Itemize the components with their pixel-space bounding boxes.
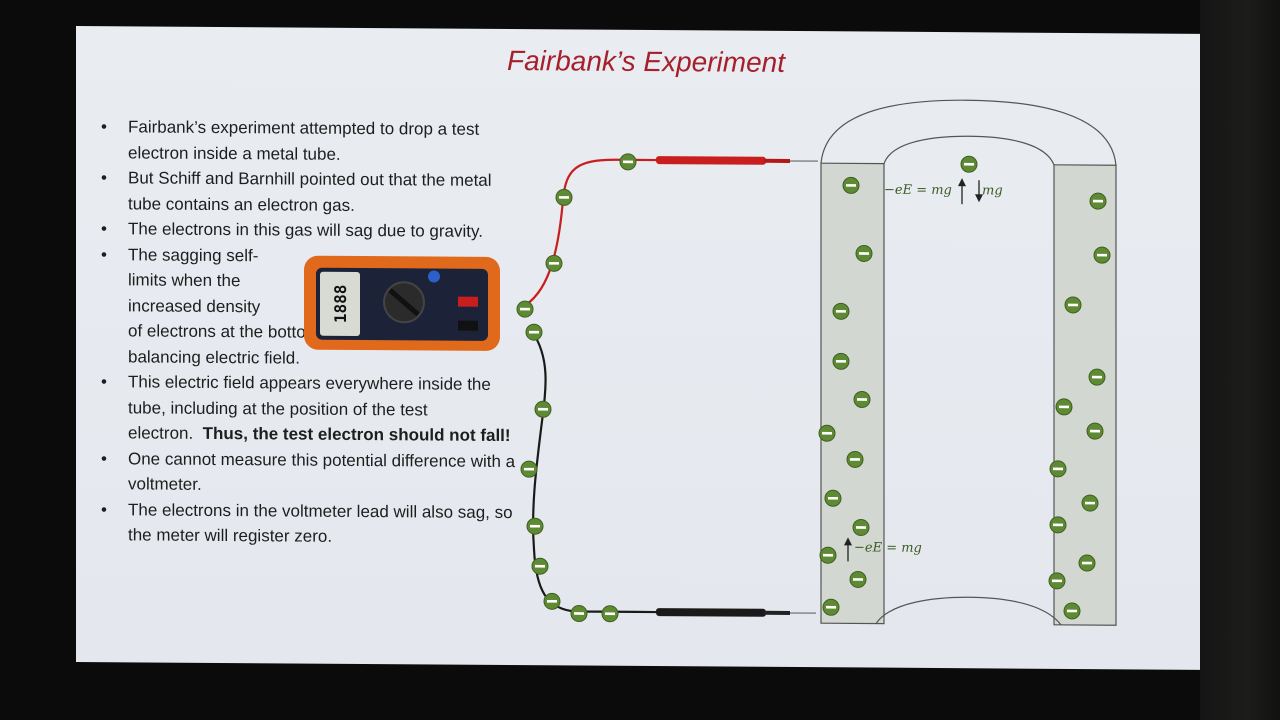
electron-minus-sign: [1067, 609, 1077, 613]
tube-bottom-arch: [875, 596, 1062, 626]
electron-minus-sign: [853, 578, 863, 581]
red-lead-jack: [458, 296, 478, 307]
tube-inner-arch: [883, 135, 1055, 166]
electron-minus-sign: [1085, 501, 1095, 505]
red-probe-handle: [656, 156, 766, 165]
electron-minus-sign: [524, 467, 534, 471]
arrow-down-head: [975, 194, 983, 203]
electron-minus-sign: [822, 431, 832, 435]
black-probe-handle: [656, 608, 766, 617]
electron-minus-sign: [1059, 405, 1069, 409]
red-probe: [656, 156, 818, 165]
electron-minus-sign: [1068, 303, 1078, 307]
electron-minus-sign: [1093, 199, 1103, 203]
electron-minus-sign: [964, 162, 974, 166]
metal-tube: [820, 99, 1117, 626]
electron-minus-sign: [559, 196, 569, 199]
arrow-up-bottom-head: [844, 537, 852, 546]
electron-minus-sign: [1097, 253, 1107, 257]
electron-minus-sign: [574, 612, 584, 615]
electron-minus-sign: [823, 553, 833, 557]
multimeter-display: [320, 271, 360, 336]
equation-top: −eE = mg: [884, 183, 952, 198]
electron-minus-sign: [538, 407, 548, 411]
electron-minus-sign: [857, 398, 867, 401]
electron-minus-sign: [1082, 561, 1092, 565]
multimeter: 1888: [304, 255, 500, 351]
electron-group: [516, 153, 1111, 623]
equation-top-right: mg: [982, 183, 1003, 198]
black-probe: [656, 608, 816, 617]
tube-outer-arch: [820, 99, 1117, 166]
electron-minus-sign: [826, 605, 836, 609]
electron-minus-sign: [1053, 523, 1063, 527]
electron-minus-sign: [529, 330, 539, 334]
electron-minus-sign: [605, 612, 615, 616]
red-probe-tip: [764, 158, 790, 163]
electron-minus-sign: [530, 524, 540, 528]
electron-minus-sign: [856, 526, 866, 529]
electron-minus-sign: [836, 360, 846, 363]
electron-minus-sign: [850, 458, 860, 461]
electron-minus-sign: [1052, 579, 1062, 583]
electron-minus-sign: [828, 496, 838, 500]
electron-minus-sign: [1090, 429, 1100, 433]
electron-minus-sign: [520, 307, 530, 311]
tube-left-wall: [820, 162, 885, 625]
experiment-diagram: 1888 −eE = mg mg −eE = mg: [304, 99, 1117, 626]
black-lead-jack: [458, 320, 478, 331]
electron-minus-sign: [836, 310, 846, 313]
electron-minus-sign: [547, 599, 557, 603]
equation-bottom: −eE = mg: [854, 540, 922, 555]
electron-minus-sign: [623, 160, 633, 164]
force-arrows: [844, 178, 983, 562]
electron-minus-sign: [549, 262, 559, 265]
electron-minus-sign: [535, 564, 545, 568]
electron-minus-sign: [846, 184, 856, 187]
projector-screen: Fairbank’s Experiment Fairbank’s experim…: [76, 26, 1200, 670]
multimeter-dial-pointer: [388, 288, 420, 317]
electron-minus-sign: [859, 252, 869, 255]
black-lead-wire: [531, 330, 656, 614]
room-background: [1200, 0, 1280, 720]
arrow-up-head: [958, 178, 966, 187]
multimeter-display-text: 1888: [331, 285, 350, 324]
multimeter-blue-button[interactable]: [428, 270, 440, 283]
black-probe-tip: [764, 610, 790, 615]
electron-minus-sign: [1053, 467, 1063, 471]
red-lead-wire: [521, 158, 656, 309]
electron-minus-sign: [1092, 375, 1102, 379]
